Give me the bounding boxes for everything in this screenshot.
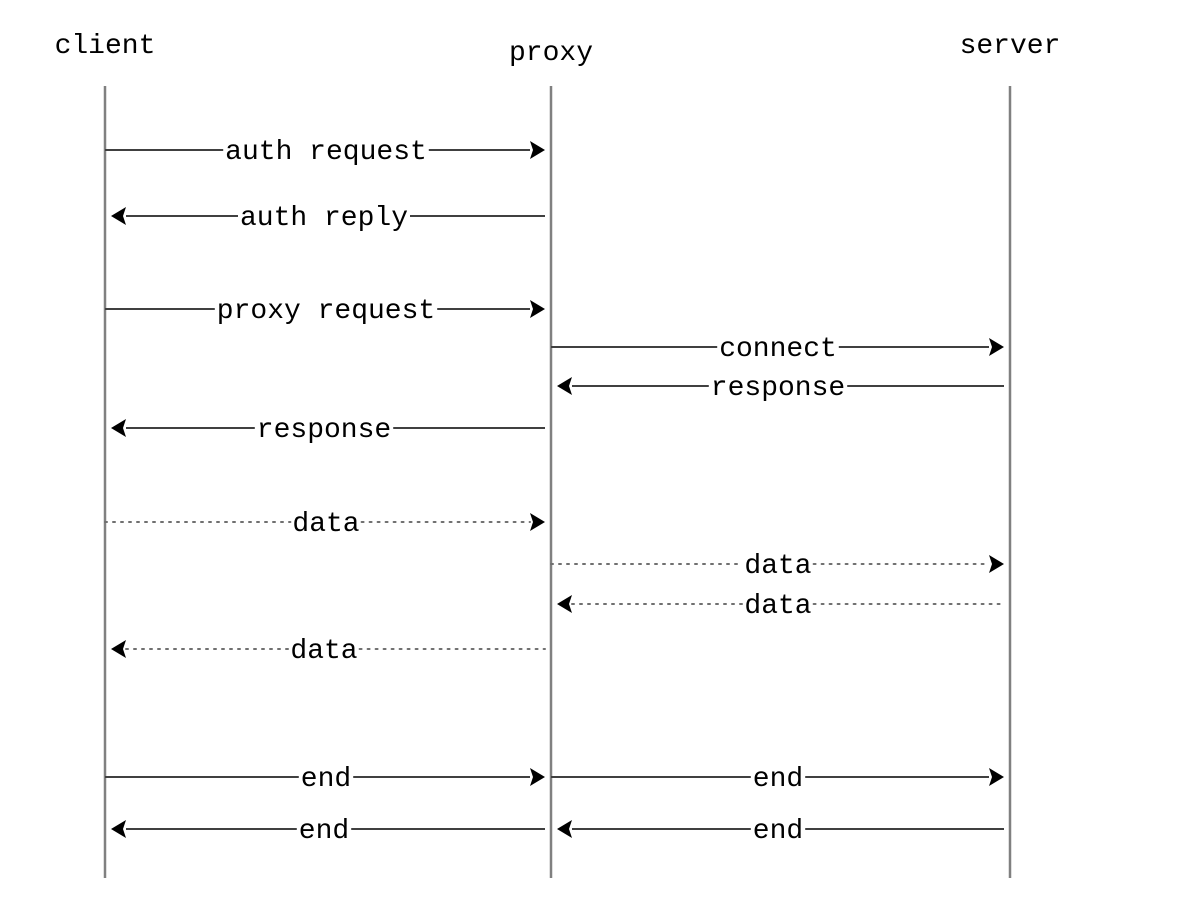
message-label: end: [753, 816, 803, 847]
message-label: auth reply: [240, 203, 408, 234]
message-label: response: [711, 373, 845, 404]
message-proxy-server-7: data: [550, 551, 1004, 582]
arrowhead-icon: [989, 338, 1004, 356]
arrowhead-icon: [111, 640, 126, 658]
arrowhead-icon: [530, 300, 545, 318]
message-server-proxy-8: data: [557, 591, 1005, 622]
message-label: connect: [719, 334, 837, 365]
arrowhead-icon: [989, 768, 1004, 786]
message-client-proxy-6: data: [104, 509, 545, 540]
message-label: end: [753, 764, 803, 795]
message-proxy-client-9: data: [111, 636, 546, 667]
participant-label-server: server: [960, 31, 1061, 62]
message-proxy-client-5: response: [111, 415, 545, 446]
arrowhead-icon: [557, 820, 572, 838]
arrowhead-icon: [530, 768, 545, 786]
message-client-proxy-2: proxy request: [105, 296, 545, 327]
message-server-proxy-13: end: [557, 816, 1004, 847]
arrowhead-icon: [557, 595, 572, 613]
message-client-proxy-10: end: [105, 764, 545, 795]
message-label: data: [744, 591, 811, 622]
arrowhead-icon: [111, 820, 126, 838]
participant-label-client: client: [55, 31, 156, 62]
arrowhead-icon: [530, 141, 545, 159]
message-server-proxy-4: response: [557, 373, 1004, 404]
message-label: proxy request: [217, 296, 435, 327]
message-label: auth request: [225, 137, 427, 168]
message-label: response: [257, 415, 391, 446]
message-label: end: [299, 816, 349, 847]
message-label: data: [290, 636, 357, 667]
arrowhead-icon: [530, 513, 545, 531]
message-proxy-server-11: end: [551, 764, 1004, 795]
message-proxy-client-12: end: [111, 816, 545, 847]
message-client-proxy-0: auth request: [105, 137, 545, 168]
arrowhead-icon: [111, 419, 126, 437]
arrowhead-icon: [989, 555, 1004, 573]
message-proxy-client-1: auth reply: [111, 203, 545, 234]
message-proxy-server-3: connect: [551, 334, 1004, 365]
message-label: end: [301, 764, 351, 795]
message-label: data: [292, 509, 359, 540]
arrowhead-icon: [111, 207, 126, 225]
message-label: data: [744, 551, 811, 582]
participant-label-proxy: proxy: [509, 38, 593, 69]
message-list: auth request auth reply proxy request conne…: [104, 137, 1005, 847]
arrowhead-icon: [557, 377, 572, 395]
